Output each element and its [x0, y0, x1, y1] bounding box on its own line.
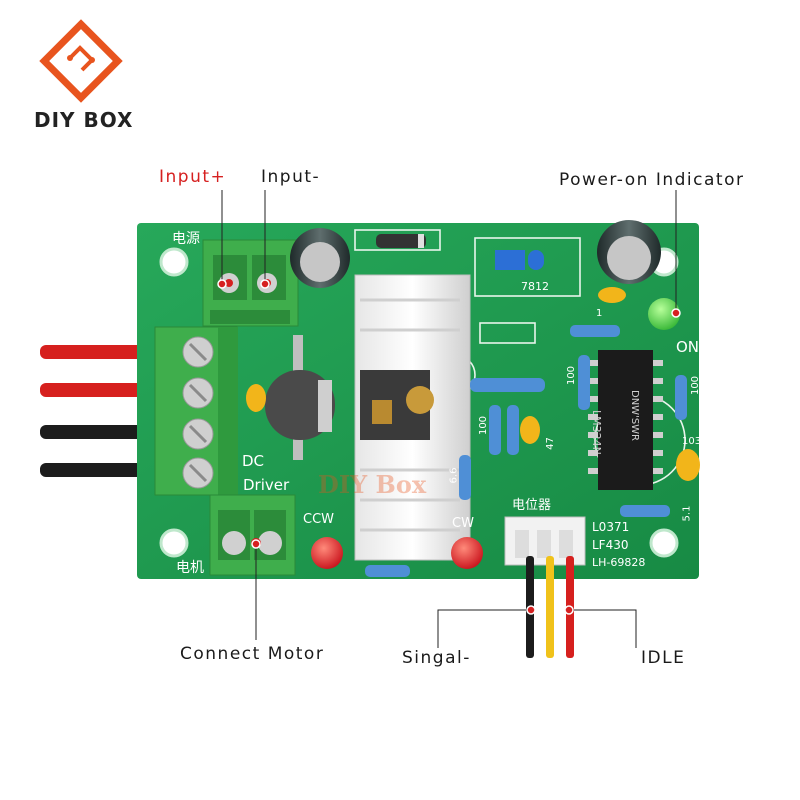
resistor-100-label-b: 100 — [478, 415, 490, 436]
regulator-label: 7812 — [521, 280, 549, 293]
chip-label: LM324N — [590, 410, 603, 455]
motor-terminal — [209, 494, 296, 576]
signal-label: Singal- — [402, 648, 471, 668]
resistor-66-label: 6.6 — [448, 467, 460, 484]
resistor-100-label-c: 100 — [690, 375, 702, 396]
callout-lines — [221, 190, 677, 648]
code-1-label: L0371 — [592, 520, 630, 534]
connect-motor-label: Connect Motor — [180, 644, 325, 664]
pot-cn-label: 电位器 — [512, 498, 552, 513]
input-plus-label: Input+ — [159, 167, 227, 187]
cw-led — [451, 537, 483, 569]
capacitor-103-label: 103 — [682, 436, 702, 447]
dc-label: DC — [242, 452, 265, 470]
input-minus-label: Input- — [261, 167, 321, 187]
power-cn-label: 电源 — [172, 231, 200, 247]
input-terminal — [202, 239, 299, 327]
power-diode — [265, 335, 335, 460]
resistor-1-label: 1 — [596, 308, 603, 319]
voltage-regulator — [495, 250, 544, 270]
motor-cn-label: 电机 — [176, 560, 204, 576]
cw-label: CW — [452, 516, 474, 531]
ccw-label: CCW — [303, 512, 335, 527]
code-2-label: LF430 — [592, 538, 629, 552]
callout-dots — [217, 279, 681, 615]
resistors — [365, 325, 687, 577]
chip-maker-label: DNW'SWR — [629, 390, 640, 442]
heatsink — [354, 274, 471, 561]
diy-box-logo-icon — [39, 19, 123, 103]
ccw-led — [311, 537, 343, 569]
power-led — [648, 298, 680, 330]
power-indicator-label: Power-on Indicator — [559, 170, 745, 190]
power-output-terminal — [154, 326, 238, 496]
ceramic-capacitors — [246, 287, 700, 481]
brand-watermark: DIY Box — [318, 470, 427, 499]
small-diode — [376, 234, 426, 248]
idle-label: IDLE — [641, 648, 686, 668]
resistor-47-label: 47 — [544, 437, 556, 450]
electrolytic-capacitors — [290, 220, 661, 288]
resistor-100-label-a: 100 — [566, 365, 578, 386]
brand-name: DIY BOX — [34, 108, 134, 132]
driver-label: Driver — [243, 476, 290, 494]
on-label: ON — [676, 338, 700, 356]
lm324-chip — [588, 350, 663, 490]
resistor-51-label: 5.1 — [681, 505, 693, 522]
code-3-label: LH-69828 — [592, 556, 646, 569]
